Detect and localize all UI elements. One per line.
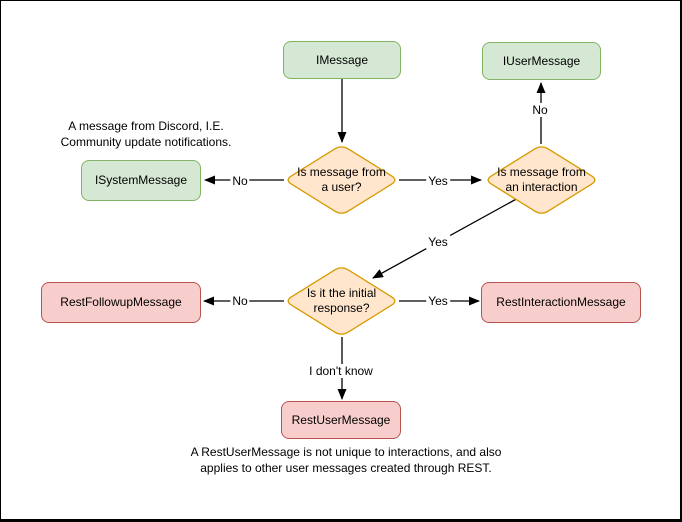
edge-label-dont-know: I don't know [307,364,375,378]
node-restusermessage-label: RestUserMessage [291,412,391,427]
node-initial-response-diamond: Is it the initial response? [284,265,399,337]
node-isystemmessage-label: ISystemMessage [94,173,188,188]
node-restinteractionmessage-label: RestInteractionMessage [496,295,626,310]
edge-label-yes-interaction: Yes [426,174,450,188]
node-interaction-check-label: Is message from an interaction [497,165,586,194]
edge-label-yes-restinteraction: Yes [426,294,450,308]
diamond-shape [287,146,396,214]
annotation-rest-user-message: A RestUserMessage is not unique to inter… [190,445,502,475]
node-restfollowupmessage: RestFollowupMessage [41,282,201,323]
node-isystemmessage: ISystemMessage [81,160,201,201]
edge-label-yes-diagonal: Yes [426,235,450,249]
diamond-shape [487,146,596,214]
node-restfollowupmessage-label: RestFollowupMessage [60,295,182,310]
annotation-system-message: A message from Discord, I.E. Community u… [60,119,232,149]
edge-label-no-iusermessage: No [530,103,550,117]
edge-label-no-system: No [230,174,250,188]
node-iusermessage-label: IUserMessage [502,53,581,68]
node-imessage-label: IMessage [315,52,369,67]
node-restusermessage: RestUserMessage [281,401,401,439]
node-interaction-check-diamond: Is message from an interaction [484,144,599,216]
node-iusermessage: IUserMessage [482,42,601,80]
edge-label-no-followup: No [230,294,250,308]
node-initial-response-label: Is it the initial response? [306,286,377,315]
diamond-shape [287,267,396,335]
node-user-check-diamond: Is message from a user? [284,144,399,216]
node-imessage: IMessage [283,41,401,79]
node-user-check-label: Is message from a user? [297,165,386,194]
node-restinteractionmessage: RestInteractionMessage [481,282,641,323]
